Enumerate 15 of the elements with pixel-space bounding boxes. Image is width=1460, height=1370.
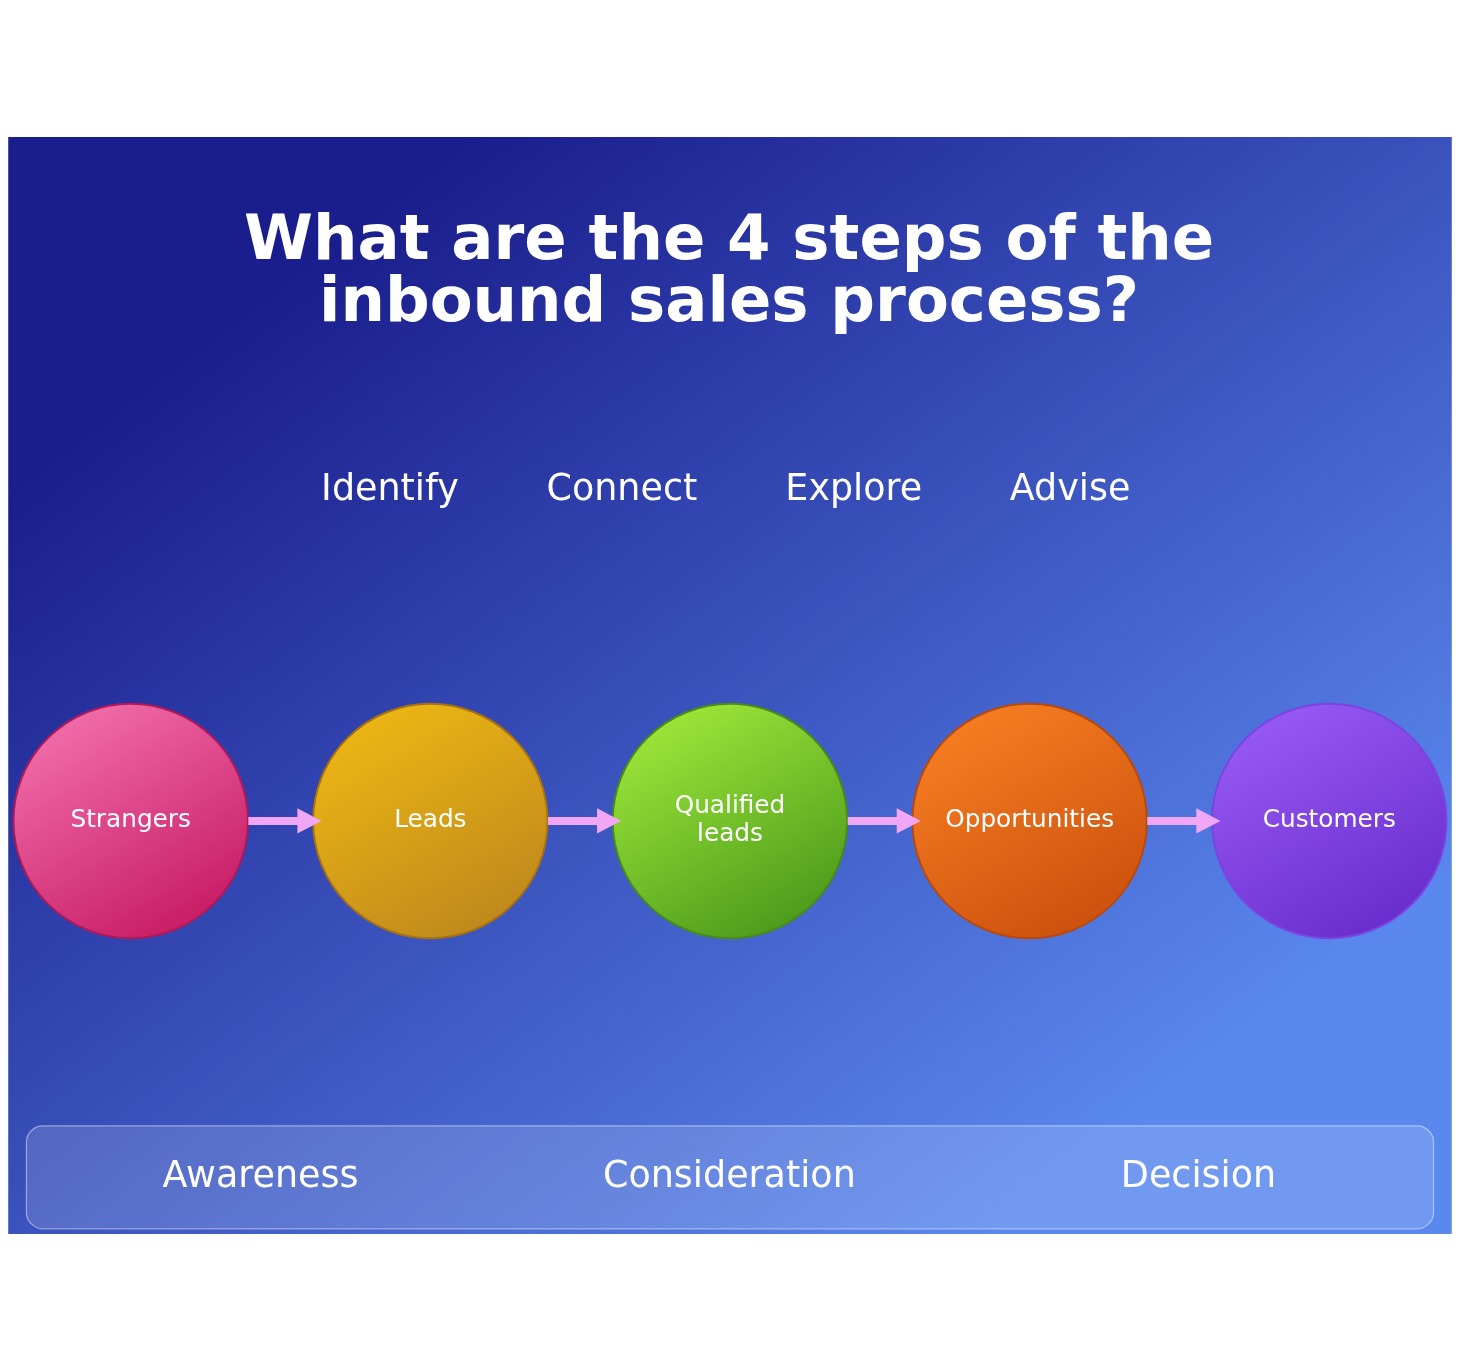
label: Explore bbox=[785, 465, 923, 509]
arrow bbox=[248, 807, 322, 834]
node-circle: Opportunities bbox=[911, 702, 1148, 939]
arrow bbox=[847, 807, 921, 834]
node-circle: Leads bbox=[312, 702, 549, 939]
label: Advise bbox=[1009, 465, 1131, 509]
arrow bbox=[1147, 807, 1221, 834]
arrow bbox=[548, 807, 622, 834]
node-circle: Strangers bbox=[12, 702, 249, 939]
node-circle: Customers bbox=[1211, 702, 1448, 939]
label: Identify bbox=[321, 465, 459, 509]
node-circle: Qualified leads bbox=[611, 702, 849, 939]
diagram-title: What are the 4 steps of the inbound sales process? bbox=[244, 200, 1215, 336]
node-box: Awareness Consideration Decision bbox=[25, 1124, 1435, 1229]
label: Connect bbox=[546, 465, 698, 509]
